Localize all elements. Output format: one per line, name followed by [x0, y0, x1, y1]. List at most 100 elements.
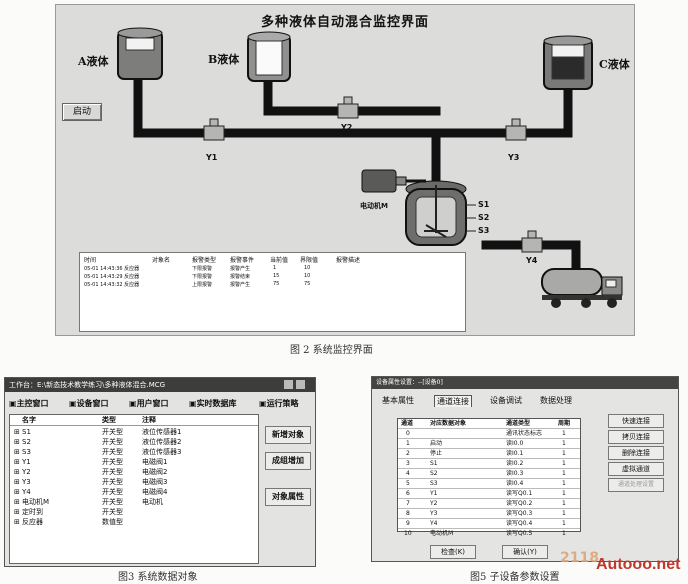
- log-header-object: 对象名: [152, 257, 171, 264]
- log-cell: 05-01 14:43:32 反应器: [84, 282, 140, 288]
- fig3-caption: 图3 系统数据对象: [118, 572, 198, 583]
- header-period: 周期: [558, 420, 571, 427]
- log-cell: 05-01 14:43:36 反应器: [84, 266, 140, 272]
- log-header-alarm-type: 报警类型: [192, 257, 217, 264]
- tab-channel-connection[interactable]: 通道连接: [434, 395, 472, 407]
- tanker-truck: [541, 268, 623, 308]
- delete-connect-button[interactable]: 删除连接: [608, 446, 664, 460]
- confirm-button[interactable]: 确认(Y): [502, 545, 548, 559]
- log-header-time: 时间: [84, 257, 97, 264]
- motor: [361, 169, 426, 193]
- device-dialog-titlebar: 设备属性设置：--[设备0]: [372, 377, 678, 389]
- channel-table-header: 通道 对应数据对象 通道类型 周期: [398, 419, 580, 429]
- header-channel: 通道: [401, 420, 414, 427]
- check-button[interactable]: 检查(K): [430, 545, 476, 559]
- start-button[interactable]: 启动: [62, 103, 102, 121]
- tank-a-label: A液体: [78, 55, 109, 68]
- new-object-button[interactable]: 新增对象: [265, 426, 311, 444]
- virtual-channel-button[interactable]: 虚拟通道: [608, 462, 664, 476]
- valve-y4-label: Y4: [526, 256, 538, 265]
- device-tabs: 基本属性 通道连接 设备调试 数据处理: [376, 395, 676, 407]
- object-properties-button[interactable]: 对象属性: [265, 488, 311, 506]
- quick-connect-button[interactable]: 快速连接: [608, 414, 664, 428]
- tab-device-window[interactable]: ▣设备窗口: [69, 399, 109, 408]
- tab-run-strategy[interactable]: ▣运行策略: [259, 399, 299, 408]
- alarm-log-table: 时间 对象名 报警类型 报警事件 当前值 界限值 报警描述 05-01 14:4…: [79, 252, 466, 332]
- copy-connect-button[interactable]: 拷贝连接: [608, 430, 664, 444]
- log-cell: 报警结束: [230, 274, 251, 280]
- list-item[interactable]: ⊞反应器数值型: [14, 518, 123, 526]
- valve-y2: [337, 96, 359, 119]
- tab-user-window[interactable]: ▣用户窗口: [129, 399, 169, 408]
- watermark-site: Autooo.net: [596, 556, 681, 573]
- tank-b-label: B液体: [208, 53, 240, 66]
- pipe-c: [431, 80, 573, 138]
- header-channel-type: 通道类型: [506, 420, 531, 427]
- workbench-window: 工作台：E:\新态技术教学练习\多种液体混合.MCG ▣主控窗口 ▣设备窗口 ▣…: [4, 377, 316, 567]
- valve-y4: [521, 230, 543, 253]
- log-header-limit: 界限值: [300, 257, 319, 264]
- fig2-caption: 图 2 系统监控界面: [290, 345, 373, 356]
- watermark-number: 2118: [560, 550, 599, 566]
- sensor-s1-label: S1: [478, 200, 490, 209]
- log-header-desc: 报警描述: [336, 257, 361, 264]
- tank-b: [247, 31, 291, 82]
- pipe-out: [481, 240, 581, 272]
- reactor-tank: [405, 180, 476, 246]
- tab-basic-properties[interactable]: 基本属性: [382, 396, 414, 405]
- tab-device-debug[interactable]: 设备调试: [490, 396, 522, 405]
- log-cell: 15: [273, 273, 280, 279]
- valve-y2-label: Y2: [341, 123, 353, 132]
- device-dialog-title: 设备属性设置：--[设备0]: [376, 379, 443, 386]
- valve-y3-label: Y3: [508, 153, 520, 162]
- log-header-alarm-event: 报警事件: [230, 257, 255, 264]
- tank-c: [543, 35, 593, 90]
- tab-data-processing[interactable]: 数据处理: [540, 396, 572, 405]
- monitor-screen: 多种液体自动混合监控界面: [55, 4, 635, 336]
- header-name: 名字: [22, 416, 36, 424]
- workbench-tabs: ▣主控窗口 ▣设备窗口 ▣用户窗口 ▣实时数据库 ▣运行策略: [7, 398, 313, 410]
- minimize-icon[interactable]: [284, 380, 293, 389]
- valve-y1: [203, 118, 225, 141]
- valve-y3: [505, 118, 527, 141]
- channel-process-button[interactable]: 通道处理设置: [608, 478, 664, 492]
- log-cell: 报警产生: [230, 282, 251, 288]
- log-cell: 报警产生: [230, 266, 251, 272]
- valve-y1-label: Y1: [206, 153, 218, 162]
- monitor-title: 多种液体自动混合监控界面: [260, 15, 429, 30]
- list-item[interactable]: ⊞定时到开关型: [14, 508, 123, 516]
- tank-c-label: C液体: [599, 58, 630, 71]
- log-cell: 05-01 14:43:29 反应器: [84, 274, 140, 280]
- process-diagram: [117, 27, 623, 308]
- pipe-a: [133, 70, 441, 190]
- sensor-s2-label: S2: [478, 213, 490, 222]
- batch-add-button[interactable]: 成组增加: [265, 452, 311, 470]
- header-comment: 注释: [142, 416, 156, 424]
- log-cell: 75: [304, 281, 311, 287]
- tab-main-window[interactable]: ▣主控窗口: [9, 399, 49, 408]
- maximize-icon[interactable]: [296, 380, 305, 389]
- tab-realtime-db[interactable]: ▣实时数据库: [189, 399, 237, 408]
- sensor-s3-label: S3: [478, 226, 490, 235]
- tank-a: [117, 27, 163, 80]
- workbench-title: 工作台：E:\新态技术教学练习\多种液体混合.MCG: [9, 381, 166, 389]
